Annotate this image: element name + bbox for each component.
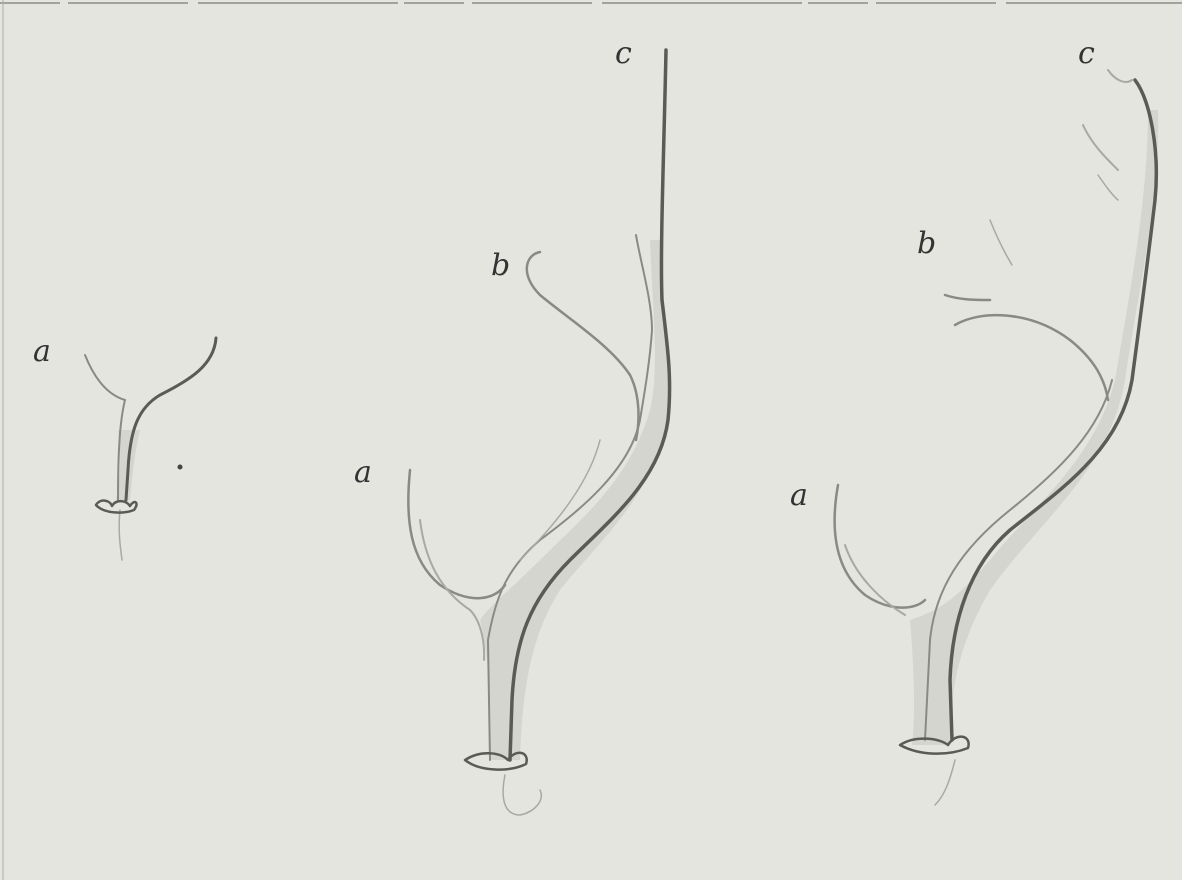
- figure-2-label-c: c: [615, 36, 632, 71]
- figure-3-label-b: b: [917, 226, 936, 261]
- antler-figure-1: [85, 338, 216, 560]
- antler-figure-2: [408, 50, 669, 815]
- figure-2-label-b: b: [491, 248, 510, 283]
- figure-1-label-a: a: [33, 334, 51, 369]
- figure-3-label-c: c: [1078, 36, 1095, 71]
- antler-figure-3: [835, 70, 1159, 805]
- figure-3-label-a: a: [790, 478, 808, 513]
- figure-2-label-a: a: [354, 455, 372, 490]
